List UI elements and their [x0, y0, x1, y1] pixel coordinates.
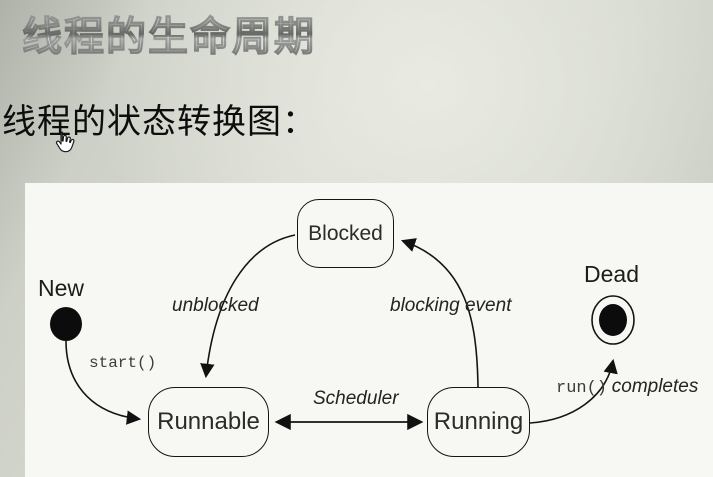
transition-start-arrow: [65, 340, 142, 425]
dead-final-state-ring: [591, 295, 635, 345]
completes-text: completes: [611, 376, 699, 397]
state-runnable: Runnable: [148, 387, 269, 457]
transition-unblocked-arrow: [200, 234, 296, 379]
transition-run-completes-arrow: [529, 358, 618, 424]
transition-label-unblocked: unblocked: [172, 295, 259, 316]
diagram-panel: Blocked Runnable Running New Dead start(…: [25, 183, 713, 477]
transition-label-start: start(): [89, 354, 157, 372]
transition-label-scheduler: Scheduler: [313, 388, 399, 409]
state-running-label: Running: [433, 408, 524, 435]
state-diagram-canvas: [50, 234, 635, 431]
state-blocked-label: Blocked: [308, 221, 383, 245]
state-dead-label: Dead: [584, 261, 639, 287]
state-new-label: New: [38, 275, 85, 301]
state-blocked: Blocked: [297, 199, 394, 268]
state-runnable-label: Runnable: [157, 408, 260, 435]
new-initial-state-dot: [50, 307, 82, 341]
transition-blocking-event-arrow: [400, 238, 479, 388]
slide-subtitle: 线程的状态转换图：: [2, 104, 317, 141]
run-method-code: run(): [556, 379, 608, 398]
transition-label-blocking-event: blocking event: [390, 295, 512, 316]
hand-pointer-icon: [55, 131, 75, 153]
transition-label-run-completes: run() completes: [556, 376, 698, 398]
state-running: Running: [427, 387, 530, 457]
dead-final-state-dot: [599, 304, 627, 336]
slide-title: 线程的生命周期: [22, 4, 316, 62]
